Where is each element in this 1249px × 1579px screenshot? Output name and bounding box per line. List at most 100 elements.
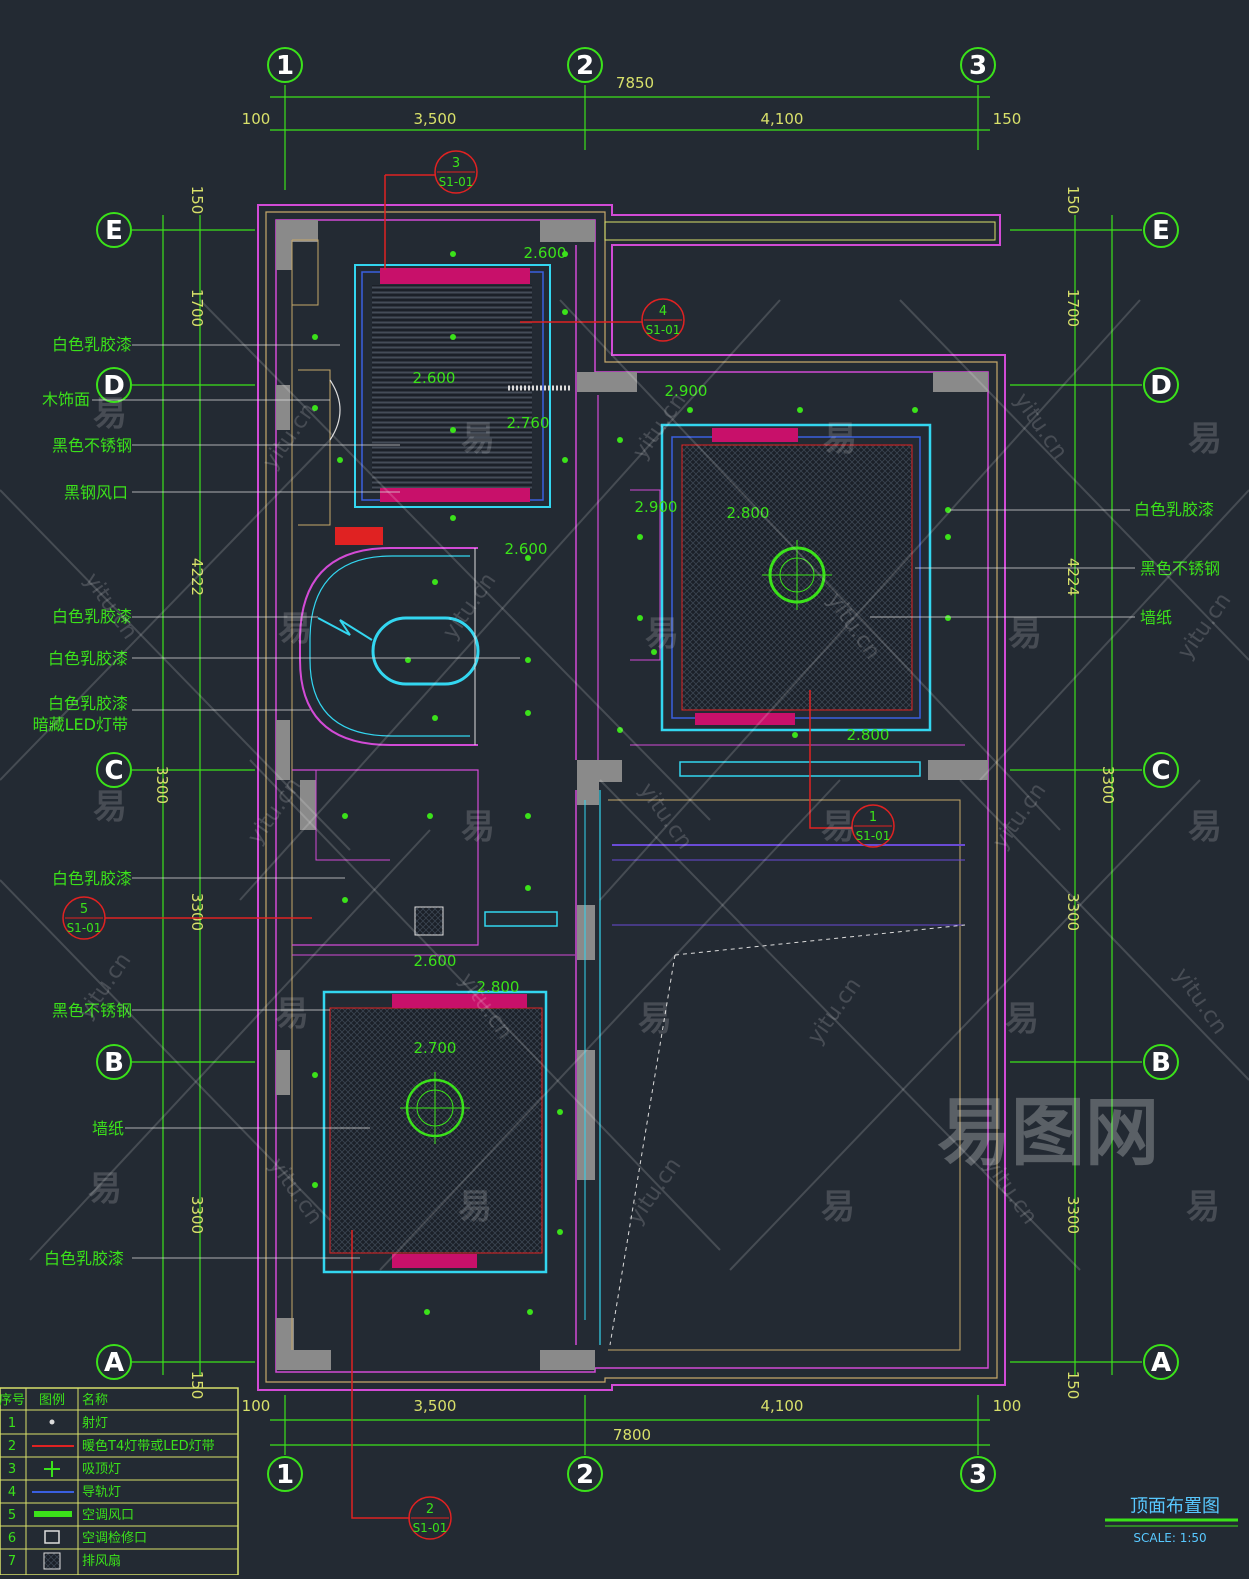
room-bath-arc (299, 547, 480, 746)
svg-text:5: 5 (8, 1508, 16, 1523)
dimension-texts: 7850 100 3,500 4,100 150 100 3,500 4,100… (153, 74, 1117, 1444)
svg-text:C: C (1151, 756, 1170, 786)
svg-text:S1-01: S1-01 (439, 175, 474, 189)
svg-text:4: 4 (659, 304, 667, 319)
drawing-title: 顶面布置图 (1130, 1496, 1220, 1517)
material-leaders (92, 344, 1135, 1259)
axis-bubble-2-bottom: 2 (567, 1456, 603, 1492)
svg-text:B: B (1151, 1048, 1171, 1078)
svg-text:白色乳胶漆: 白色乳胶漆 (52, 607, 132, 626)
axis-bubble-E-right: E (1143, 212, 1179, 248)
room-lower-left (322, 906, 548, 1274)
svg-text:2: 2 (576, 51, 594, 81)
svg-text:墙纸: 墙纸 (1140, 608, 1172, 627)
svg-text:吸顶灯: 吸顶灯 (82, 1462, 121, 1477)
svg-text:6: 6 (8, 1531, 16, 1546)
svg-text:名称: 名称 (82, 1392, 108, 1408)
axis-bubble-C-left: C (96, 752, 132, 788)
svg-text:B: B (104, 1048, 124, 1078)
svg-text:易: 易 (821, 1187, 855, 1227)
dim-bottom-seg-3: 4,100 (761, 1397, 804, 1415)
svg-text:易: 易 (1005, 999, 1039, 1039)
axis-bubble-A-right: A (1143, 1344, 1179, 1380)
dim-top-seg-3: 4,100 (761, 110, 804, 128)
svg-text:序号: 序号 (0, 1393, 25, 1408)
svg-text:易: 易 (88, 1169, 122, 1209)
callout-5: 5S1-01 (62, 896, 106, 940)
svg-text:空调检修口: 空调检修口 (82, 1531, 147, 1546)
legend-table: 序号 图例 名称 1 射灯 2 暖色T4灯带或LED灯带 3 吸顶灯 4 导轨灯… (0, 1387, 239, 1576)
svg-text:1: 1 (869, 810, 877, 825)
svg-text:易: 易 (278, 609, 312, 649)
svg-text:易: 易 (821, 807, 855, 847)
axis-bubble-D-left: D (96, 367, 132, 403)
dim-bottom-total: 7800 (613, 1426, 651, 1444)
svg-text:3: 3 (8, 1462, 16, 1477)
svg-text:yitu.cn: yitu.cn (438, 568, 501, 644)
axis-bubble-3-top: 3 (960, 47, 996, 83)
svg-text:易: 易 (1188, 419, 1222, 459)
dim-top-seg-2: 3,500 (414, 110, 457, 128)
svg-text:易: 易 (461, 419, 495, 459)
svg-text:易: 易 (458, 1187, 492, 1227)
axis-bubble-1-top: 1 (267, 47, 303, 83)
svg-text:S1-01: S1-01 (413, 1521, 448, 1535)
watermark: 易 易 易 易 易 易 易 易 易 易 易 易 易 易 易 易 易 易 yitu… (0, 299, 1249, 1271)
svg-text:2.600: 2.600 (414, 952, 457, 970)
svg-text:D: D (1150, 371, 1172, 401)
building-walls (257, 204, 1006, 1391)
svg-text:3300: 3300 (1099, 766, 1117, 804)
svg-text:2: 2 (426, 1502, 434, 1517)
axis-bubble-E-left: E (96, 212, 132, 248)
axis-bubble-2-top: 2 (567, 47, 603, 83)
svg-text:白色乳胶漆: 白色乳胶漆 (48, 649, 128, 668)
svg-text:A: A (1151, 1348, 1171, 1378)
svg-text:yitu.cn: yitu.cn (623, 1153, 686, 1229)
svg-text:4224: 4224 (1064, 558, 1082, 596)
svg-text:易: 易 (1008, 614, 1042, 654)
svg-text:2.800: 2.800 (727, 504, 770, 522)
svg-text:S1-01: S1-01 (646, 323, 681, 337)
svg-text:3300: 3300 (153, 766, 171, 804)
svg-text:2.600: 2.600 (505, 540, 548, 558)
svg-text:黑钢风口: 黑钢风口 (64, 483, 128, 502)
dim-top-seg-1: 100 (242, 110, 271, 128)
svg-text:易: 易 (823, 419, 857, 459)
svg-text:易: 易 (93, 787, 127, 827)
svg-text:易: 易 (275, 994, 309, 1034)
svg-text:白色乳胶漆: 白色乳胶漆 (48, 694, 128, 713)
svg-text:2: 2 (8, 1439, 16, 1454)
dim-top-total: 7850 (616, 74, 654, 92)
svg-text:2.760: 2.760 (507, 414, 550, 432)
axis-bubble-B-left: B (96, 1044, 132, 1080)
svg-text:2.600: 2.600 (413, 369, 456, 387)
svg-text:S1-01: S1-01 (67, 921, 102, 935)
svg-text:2.800: 2.800 (477, 978, 520, 996)
svg-text:4222: 4222 (188, 558, 206, 596)
axis-lines (132, 85, 1142, 1455)
svg-text:D: D (103, 371, 125, 401)
svg-text:1: 1 (276, 1460, 294, 1490)
drawing-scale: SCALE: 1:50 (1133, 1531, 1206, 1545)
svg-text:E: E (1152, 216, 1170, 246)
svg-text:射灯: 射灯 (82, 1415, 108, 1431)
svg-text:图例: 图例 (39, 1393, 65, 1408)
svg-text:1700: 1700 (1064, 289, 1082, 327)
svg-text:黑色不锈钢: 黑色不锈钢 (52, 1001, 132, 1020)
svg-text:1: 1 (8, 1416, 16, 1431)
svg-text:暖色T4灯带或LED灯带: 暖色T4灯带或LED灯带 (82, 1438, 215, 1454)
svg-text:E: E (105, 216, 123, 246)
svg-text:木饰面: 木饰面 (42, 390, 90, 409)
svg-text:黑色不锈钢: 黑色不锈钢 (1140, 559, 1220, 578)
svg-text:白色乳胶漆: 白色乳胶漆 (1134, 500, 1214, 519)
axis-bubble-3-bottom: 3 (960, 1456, 996, 1492)
svg-text:空调风口: 空调风口 (82, 1508, 134, 1523)
svg-text:黑色不锈钢: 黑色不锈钢 (52, 436, 132, 455)
svg-text:易: 易 (645, 614, 679, 654)
svg-text:C: C (104, 756, 123, 786)
callout-2: 2S1-01 (408, 1496, 452, 1540)
svg-text:7: 7 (8, 1554, 16, 1569)
svg-text:150: 150 (188, 1371, 206, 1400)
